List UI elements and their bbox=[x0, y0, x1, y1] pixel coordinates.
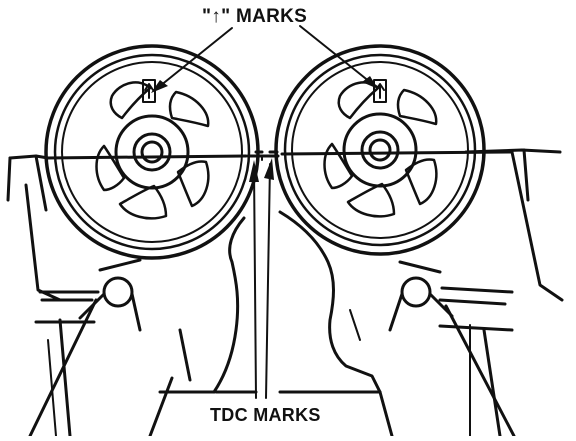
up-marks-label: "↑" MARKS bbox=[202, 6, 308, 27]
head-surface-line bbox=[44, 154, 248, 160]
tdc-marks-label: TDC MARKS bbox=[210, 405, 321, 425]
leader-arrowhead bbox=[362, 76, 378, 89]
leader-arrowhead bbox=[249, 160, 259, 182]
leader-arrowhead bbox=[151, 80, 168, 93]
tensioner-right bbox=[388, 276, 454, 332]
tensioner-left bbox=[78, 276, 142, 332]
cylinder-head-left bbox=[6, 154, 142, 438]
camshaft-pulley-left bbox=[44, 44, 264, 260]
tdc-marks-leaders bbox=[253, 163, 271, 399]
up-marks-leaders bbox=[159, 25, 371, 87]
leader-arrowhead bbox=[264, 158, 274, 180]
tdc-reference-bracket bbox=[246, 154, 280, 161]
camshaft-pulley-right bbox=[268, 44, 486, 256]
center-casting bbox=[148, 210, 394, 438]
cylinder-head-right bbox=[398, 148, 564, 438]
